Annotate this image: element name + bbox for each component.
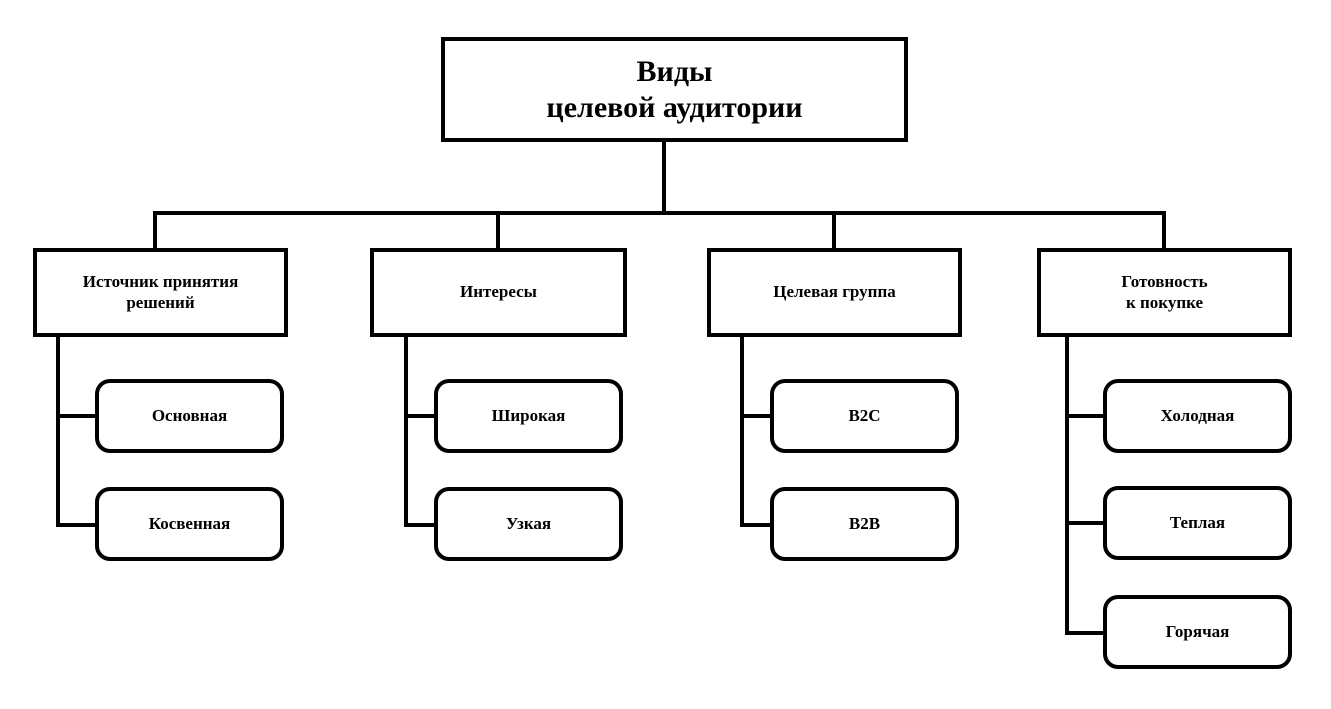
leaf-node-2-2: Узкая bbox=[434, 487, 623, 561]
branch-node-3: Целевая группа bbox=[707, 248, 962, 337]
branch-3-trunk-connector bbox=[740, 337, 744, 527]
branch-drop-connector-3 bbox=[832, 211, 836, 250]
branch-2-leaf-1-connector bbox=[404, 414, 439, 418]
branch-node-1-label: Источник принятия решений bbox=[82, 272, 239, 312]
branch-node-1: Источник принятия решений bbox=[33, 248, 288, 337]
leaf-node-4-2-label: Теплая bbox=[1169, 512, 1226, 532]
branch-1-leaf-2-connector bbox=[56, 523, 100, 527]
leaf-node-3-1-label: B2C bbox=[848, 405, 881, 425]
leaf-node-4-3: Горячая bbox=[1103, 595, 1292, 669]
branch-4-leaf-2-connector bbox=[1065, 521, 1108, 525]
branch-4-leaf-3-connector bbox=[1065, 631, 1108, 635]
branch-4-leaf-1-connector bbox=[1065, 414, 1108, 418]
leaf-node-1-1-label: Основная bbox=[151, 405, 228, 425]
leaf-node-4-2: Теплая bbox=[1103, 486, 1292, 560]
branch-node-2: Интересы bbox=[370, 248, 627, 337]
branch-node-4: Готовность к покупке bbox=[1037, 248, 1292, 337]
leaf-node-2-1: Широкая bbox=[434, 379, 623, 453]
leaf-node-2-1-label: Широкая bbox=[491, 405, 566, 425]
leaf-node-3-2: B2B bbox=[770, 487, 959, 561]
branch-1-trunk-connector bbox=[56, 337, 60, 527]
root-stem-connector bbox=[662, 142, 666, 215]
branch-3-leaf-2-connector bbox=[740, 523, 775, 527]
root-node-label: Виды целевой аудитории bbox=[546, 55, 803, 124]
branch-4-trunk-connector bbox=[1065, 337, 1069, 635]
branch-node-3-label: Целевая группа bbox=[773, 282, 896, 302]
leaf-node-1-2-label: Косвенная bbox=[148, 513, 231, 533]
leaf-node-4-3-label: Горячая bbox=[1165, 621, 1230, 641]
leaf-node-4-1-label: Холодная bbox=[1160, 405, 1235, 425]
branch-drop-connector-1 bbox=[153, 211, 157, 250]
leaf-node-2-2-label: Узкая bbox=[505, 513, 552, 533]
branch-1-leaf-1-connector bbox=[56, 414, 100, 418]
branch-node-4-label: Готовность к покупке bbox=[1121, 272, 1208, 312]
leaf-node-3-2-label: B2B bbox=[848, 513, 881, 533]
leaf-node-3-1: B2C bbox=[770, 379, 959, 453]
branch-drop-connector-2 bbox=[496, 211, 500, 250]
root-node: Виды целевой аудитории bbox=[441, 37, 908, 142]
leaf-node-1-1: Основная bbox=[95, 379, 284, 453]
branch-3-leaf-1-connector bbox=[740, 414, 775, 418]
level2-bus-connector bbox=[153, 211, 1166, 215]
branch-drop-connector-4 bbox=[1162, 211, 1166, 250]
branch-node-2-label: Интересы bbox=[460, 282, 537, 302]
branch-2-trunk-connector bbox=[404, 337, 408, 527]
branch-2-leaf-2-connector bbox=[404, 523, 439, 527]
leaf-node-1-2: Косвенная bbox=[95, 487, 284, 561]
leaf-node-4-1: Холодная bbox=[1103, 379, 1292, 453]
